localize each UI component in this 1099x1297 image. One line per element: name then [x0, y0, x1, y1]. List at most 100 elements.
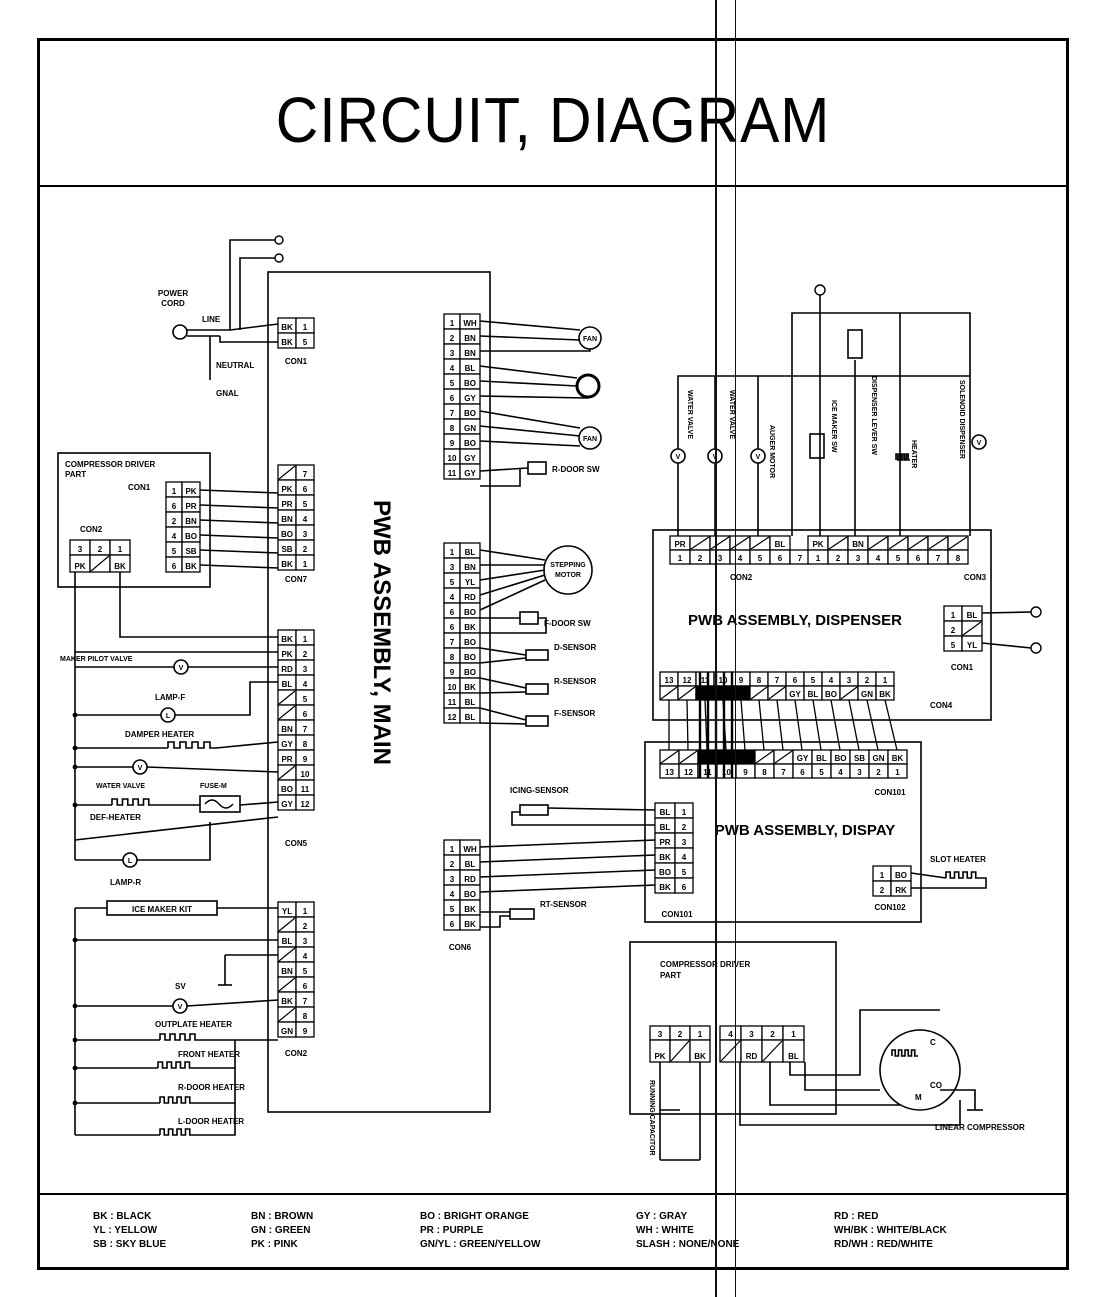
pin-text: BO — [464, 608, 476, 617]
pin-text: 10 — [722, 768, 731, 777]
slash-mark — [278, 977, 296, 992]
slash-mark — [278, 465, 296, 480]
pin-text: 1 — [951, 611, 956, 620]
term-coil-label: CO — [930, 1081, 942, 1090]
heater-symbol — [111, 798, 154, 806]
pin-text: BK — [281, 635, 293, 644]
con1-pin — [295, 332, 315, 349]
pin-text: 8 — [757, 676, 762, 685]
pin-text: 4 — [829, 676, 834, 685]
junction-dot — [72, 937, 78, 943]
power-cord-label: CORD — [161, 299, 185, 308]
ribbon-wire — [794, 699, 803, 751]
pin-text: 1 — [816, 554, 821, 563]
pin-text: BO — [464, 409, 476, 418]
pin-text: BO — [895, 871, 907, 880]
pin-text: 1 — [303, 635, 308, 644]
wire — [479, 579, 546, 611]
component-text: V — [179, 665, 184, 672]
slash-mark — [660, 686, 678, 700]
pin-text: BK — [281, 338, 293, 347]
wire — [547, 807, 656, 811]
pin-text: 5 — [450, 578, 455, 587]
pin-text: 7 — [450, 638, 455, 647]
slash-mark — [730, 536, 750, 550]
legend-entry: GN : GREEN — [251, 1225, 311, 1236]
pin-text: GY — [281, 800, 293, 809]
pin-text: 2 — [303, 922, 308, 931]
pin-text: GY — [464, 454, 476, 463]
wire — [199, 489, 279, 494]
pin-text: BO — [835, 754, 847, 763]
con2-label: CON2 — [285, 1049, 308, 1058]
door-switch-box — [519, 611, 539, 625]
dispenser-part-label: DISPENSER LEVER SW — [870, 376, 877, 455]
terminal-icon — [1030, 606, 1042, 618]
pin-text: 5 — [896, 554, 901, 563]
wire — [479, 335, 581, 341]
pin-text: 5 — [172, 547, 177, 556]
dispenser-part-label: HEATER — [910, 440, 917, 468]
slash-mark — [278, 947, 296, 962]
lampr-label: LAMP-R — [110, 878, 141, 887]
pin-text: BN — [852, 540, 864, 549]
pin-text: BN — [281, 725, 293, 734]
pin-text: RD — [746, 1052, 758, 1061]
pin-text: 1 — [450, 548, 455, 557]
pin-text: BK — [464, 920, 476, 929]
component-text: V — [178, 1004, 183, 1011]
pin-text: 11 — [448, 698, 457, 707]
pin-text: YL — [282, 907, 292, 916]
scan-artifact-line — [735, 0, 736, 1297]
con4-color — [459, 707, 481, 724]
pin-text: 2 — [865, 676, 870, 685]
pin-text: 5 — [450, 905, 455, 914]
wire — [910, 872, 947, 879]
pin-text: 4 — [682, 853, 687, 862]
pin-text: 5 — [951, 641, 956, 650]
slash-mark — [948, 536, 968, 550]
comp-driver-subtitle: PART — [660, 971, 681, 980]
slash-mark — [679, 750, 698, 764]
dispenser-part-label: ICE MAKER SW — [830, 400, 837, 453]
pin-text: BL — [788, 1052, 799, 1061]
ribbon-wire — [686, 699, 689, 751]
pin-text: 1 — [791, 1030, 796, 1039]
slash-mark — [840, 686, 858, 700]
wire — [199, 519, 279, 524]
pin-text: PR — [281, 755, 292, 764]
pin-text: 3 — [847, 676, 852, 685]
legend-entry: WH/BK : WHITE/BLACK — [834, 1225, 947, 1236]
ribbon-wire — [830, 699, 841, 751]
pin-text: BL — [660, 823, 671, 832]
wire — [74, 572, 278, 653]
slash-mark — [908, 536, 928, 550]
wire — [229, 239, 278, 330]
rdoor-sw-label: R-DOOR SW — [552, 465, 600, 474]
disp-con3-label: CON3 — [964, 573, 987, 582]
display-board-outline — [644, 741, 922, 923]
wire — [804, 1062, 880, 1091]
wire — [479, 657, 527, 664]
pin-text: BL — [465, 548, 476, 557]
stepping-motor-icon — [543, 545, 593, 595]
component-text: V — [756, 454, 761, 461]
wire — [479, 549, 546, 561]
pin-text: BO — [659, 868, 671, 877]
legend-entry: BK : BLACK — [93, 1211, 152, 1222]
slash-mark — [278, 705, 296, 720]
legend-entry: SLASH : NONE/NONE — [636, 1239, 740, 1250]
component-text: FAN — [583, 336, 597, 343]
junction-dot — [72, 764, 78, 770]
water-valve-label: WATER VALVE — [96, 783, 145, 790]
pin-text: 4 — [450, 593, 455, 602]
term-m-label: M — [915, 1093, 922, 1102]
pin-text: BK — [892, 754, 904, 763]
pin-text: 2 — [303, 545, 308, 554]
slash-mark — [768, 686, 786, 700]
wire — [479, 440, 581, 447]
pin-text: RD — [281, 665, 293, 674]
pin-text: 3 — [718, 554, 723, 563]
pin-text: BL — [465, 364, 476, 373]
